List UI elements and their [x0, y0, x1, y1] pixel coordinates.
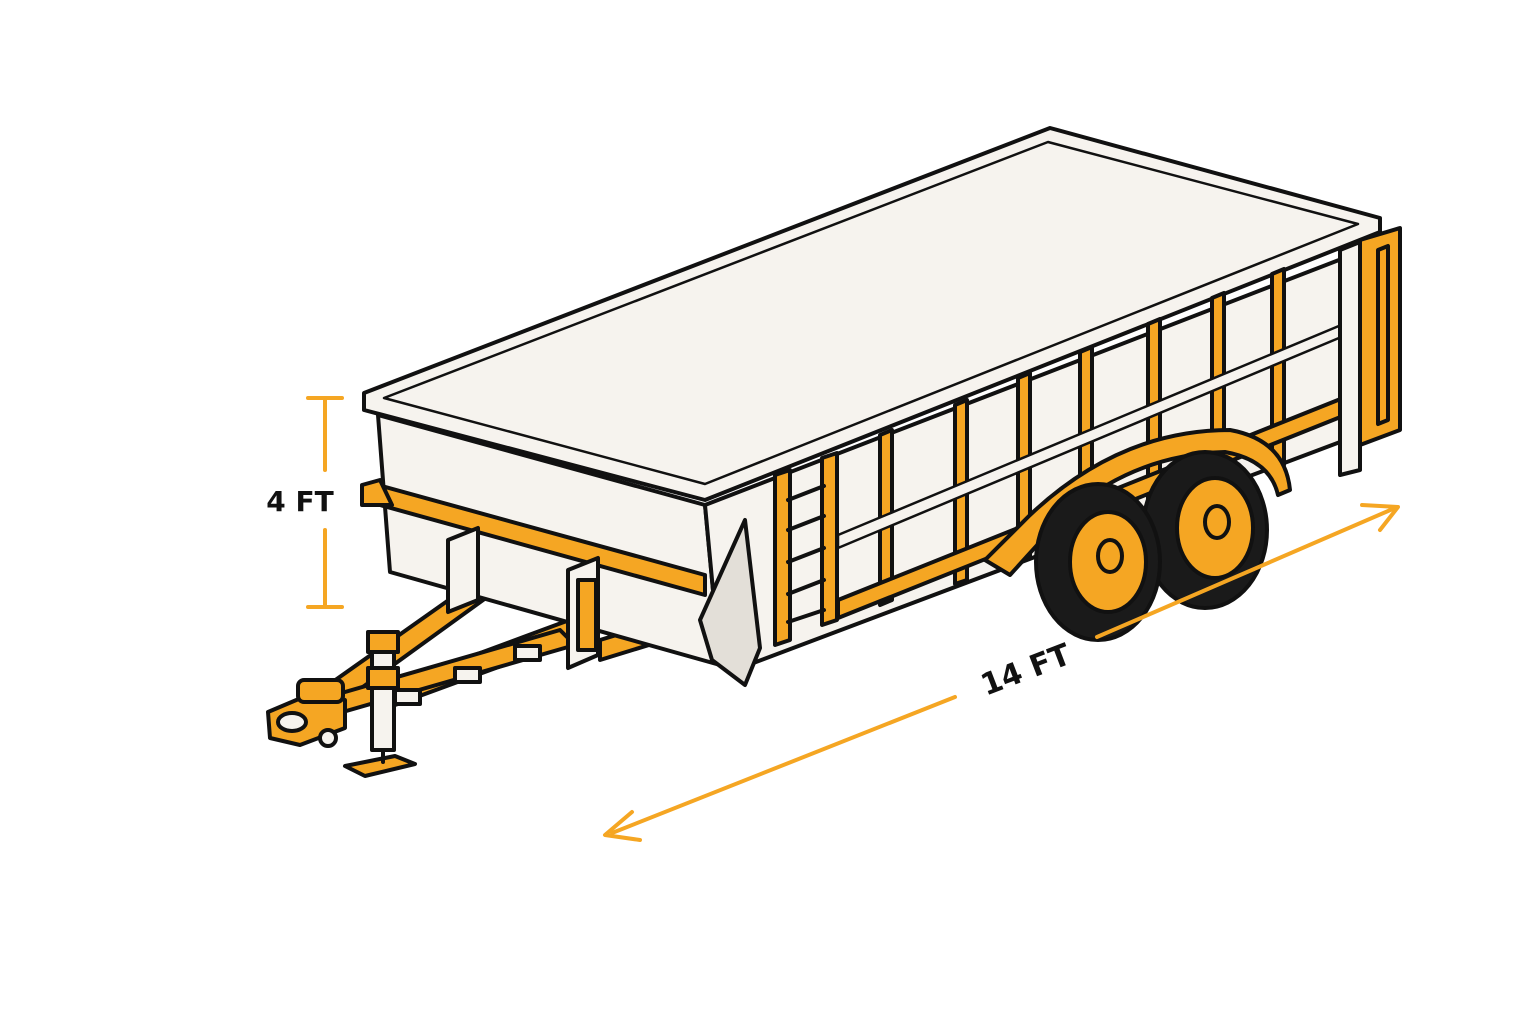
- rear-door-frame: [1338, 226, 1402, 477]
- wheel-rear: [1141, 450, 1269, 610]
- side-ladder: [773, 451, 839, 647]
- hitch-coupler: [266, 678, 347, 748]
- front-stake-posts: [446, 526, 600, 670]
- height-dimension: 4 FT: [266, 396, 344, 609]
- wheel-fender: [983, 428, 1292, 577]
- wheel-front: [1034, 482, 1162, 642]
- height-dimension-label: 4 FT: [266, 485, 333, 518]
- jack-stand: [343, 630, 417, 778]
- length-dimension-label: 14 FT: [976, 637, 1076, 703]
